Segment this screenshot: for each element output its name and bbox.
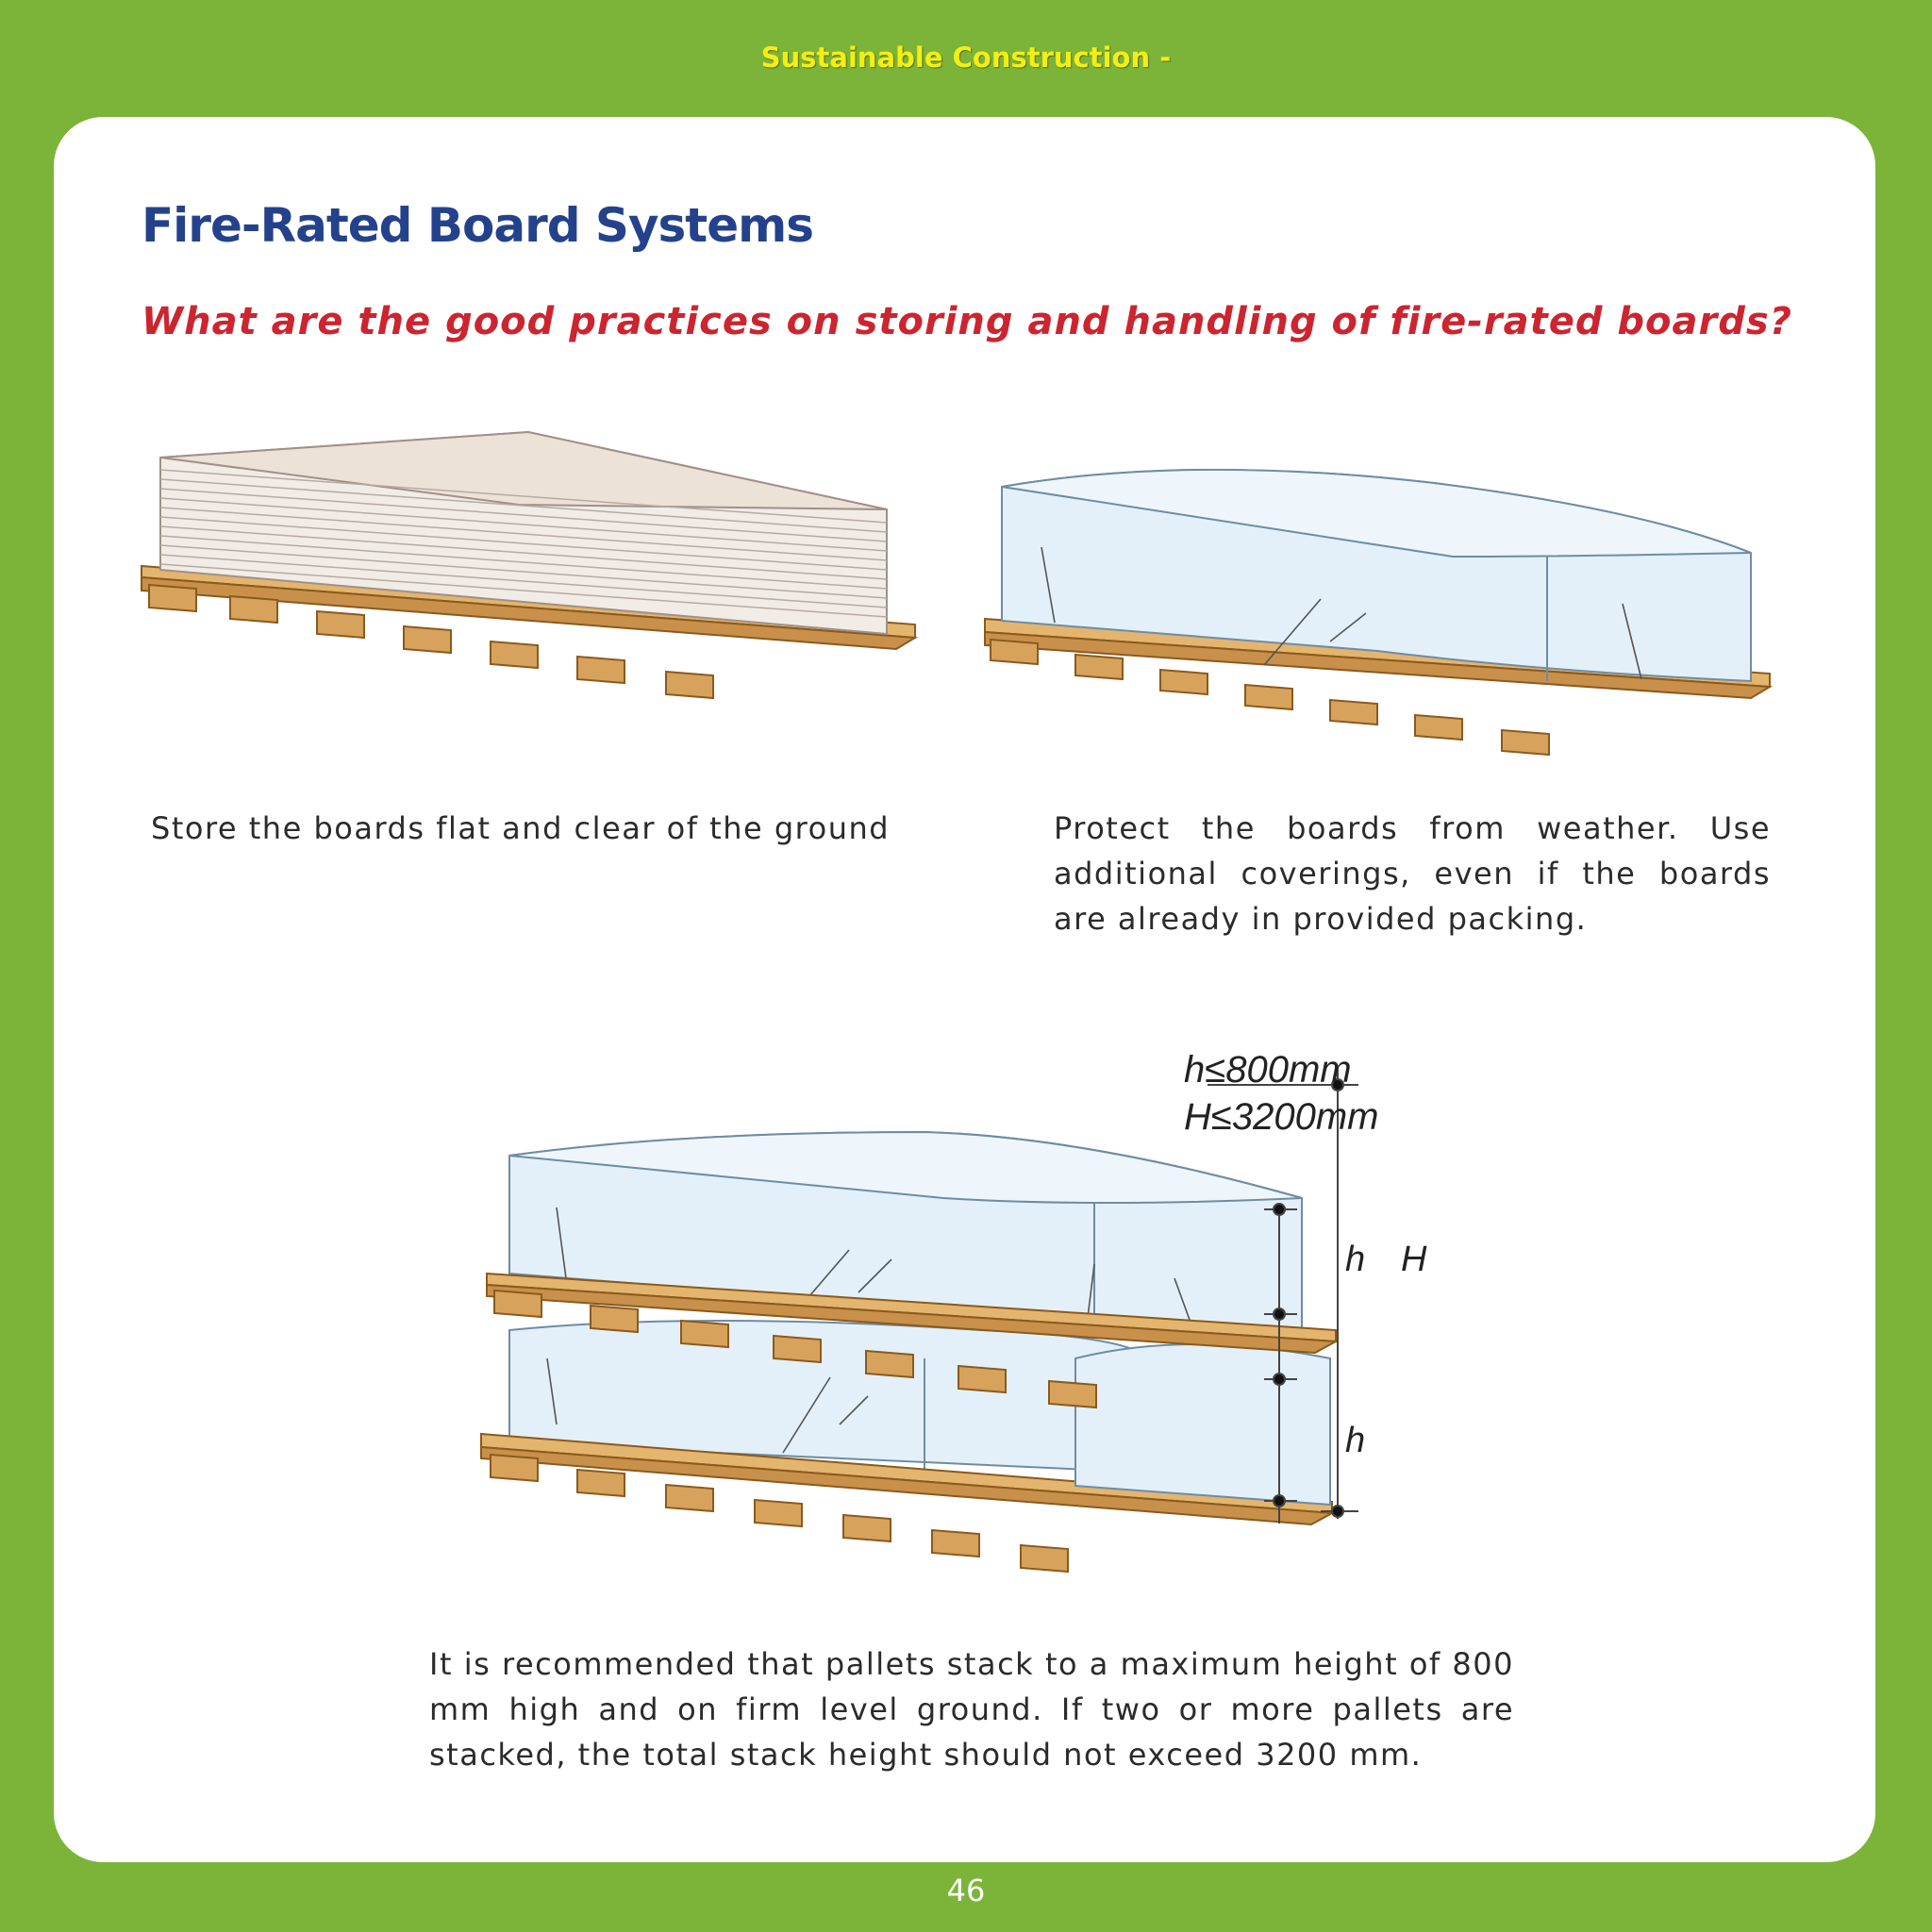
upper-h-label: h	[1345, 1240, 1366, 1279]
page-number: 46	[946, 1873, 986, 1908]
stacked-pallets-illustration	[480, 1066, 1358, 1574]
dimension-lines	[1208, 1066, 1358, 1524]
upper-pallet	[486, 1130, 1340, 1409]
caption-store-flat: Store the boards flat and clear of the g…	[151, 810, 891, 846]
caption-protect-weather: Protect the boards from weather. Use add…	[1054, 810, 1771, 937]
content-panel	[54, 117, 1875, 1862]
total-H-label: H	[1401, 1240, 1427, 1279]
lower-cover-right	[1074, 1343, 1331, 1507]
lower-h-label: h	[1345, 1421, 1366, 1460]
wrapped-stack-illustration	[984, 468, 1774, 757]
H-limit-label: H≤3200mm	[1184, 1096, 1379, 1138]
lower-pallet	[480, 1320, 1336, 1574]
page-title: Fire-Rated Board Systems	[142, 198, 814, 253]
weather-cover	[1001, 468, 1752, 683]
section-question: What are the good practices on storing a…	[142, 300, 1792, 343]
flat-stack-illustration	[141, 430, 919, 700]
caption-stack-height: It is recommended that pallets stack to …	[429, 1646, 1514, 1773]
board-stack	[159, 430, 888, 636]
h-limit-label: h≤800mm	[1184, 1049, 1352, 1091]
header-title: Sustainable Construction -	[760, 42, 1172, 74]
